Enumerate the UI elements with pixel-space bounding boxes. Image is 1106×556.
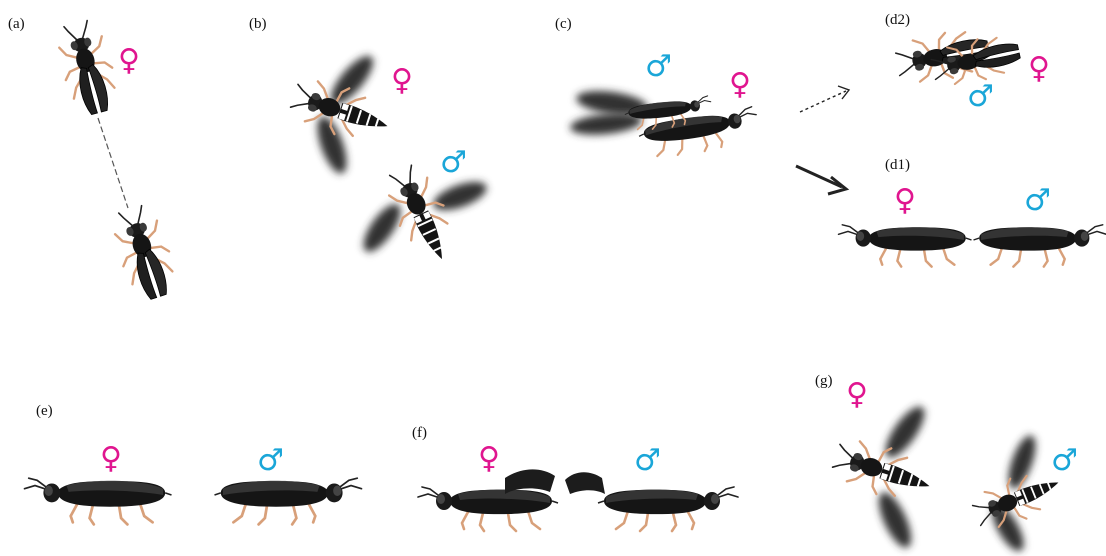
panel-g-art: [829, 401, 1067, 555]
female-symbol-icon: ♀: [729, 70, 751, 100]
transition-arrows: [796, 86, 849, 194]
female-symbol-icon: ♀: [478, 444, 500, 474]
male-symbol-icon: ♂: [440, 148, 467, 178]
female-symbol-icon: ♀: [1028, 54, 1050, 84]
male-symbol-icon: ♂: [257, 446, 284, 476]
male-symbol-icon: ♂: [645, 52, 672, 82]
female-symbol-icon: ♀: [100, 444, 122, 474]
panel-e-art: [25, 478, 362, 524]
panel-label-d1: (d1): [885, 157, 910, 174]
panel-label-e: (e): [36, 403, 53, 420]
panel-label-c: (c): [555, 16, 572, 33]
male-symbol-icon: ♂: [967, 82, 994, 112]
panel-label-f: (f): [412, 425, 427, 442]
male-symbol-icon: ♂: [1051, 446, 1078, 476]
female-symbol-icon: ♀: [118, 46, 140, 76]
panel-label-a: (a): [8, 16, 25, 33]
panel-label-b: (b): [249, 16, 267, 33]
female-symbol-icon: ♀: [846, 380, 868, 410]
female-symbol-icon: ♀: [894, 186, 916, 216]
panel-d1-art: [839, 225, 1106, 267]
male-symbol-icon: ♂: [1024, 186, 1051, 216]
panel-label-d2: (d2): [885, 12, 910, 29]
panel-f-art: [418, 469, 738, 531]
panel-d2-art: [894, 26, 1023, 90]
female-symbol-icon: ♀: [391, 66, 413, 96]
male-symbol-icon: ♂: [634, 446, 661, 476]
panel-label-g: (g): [815, 373, 833, 390]
panel-a-art: [52, 17, 181, 304]
